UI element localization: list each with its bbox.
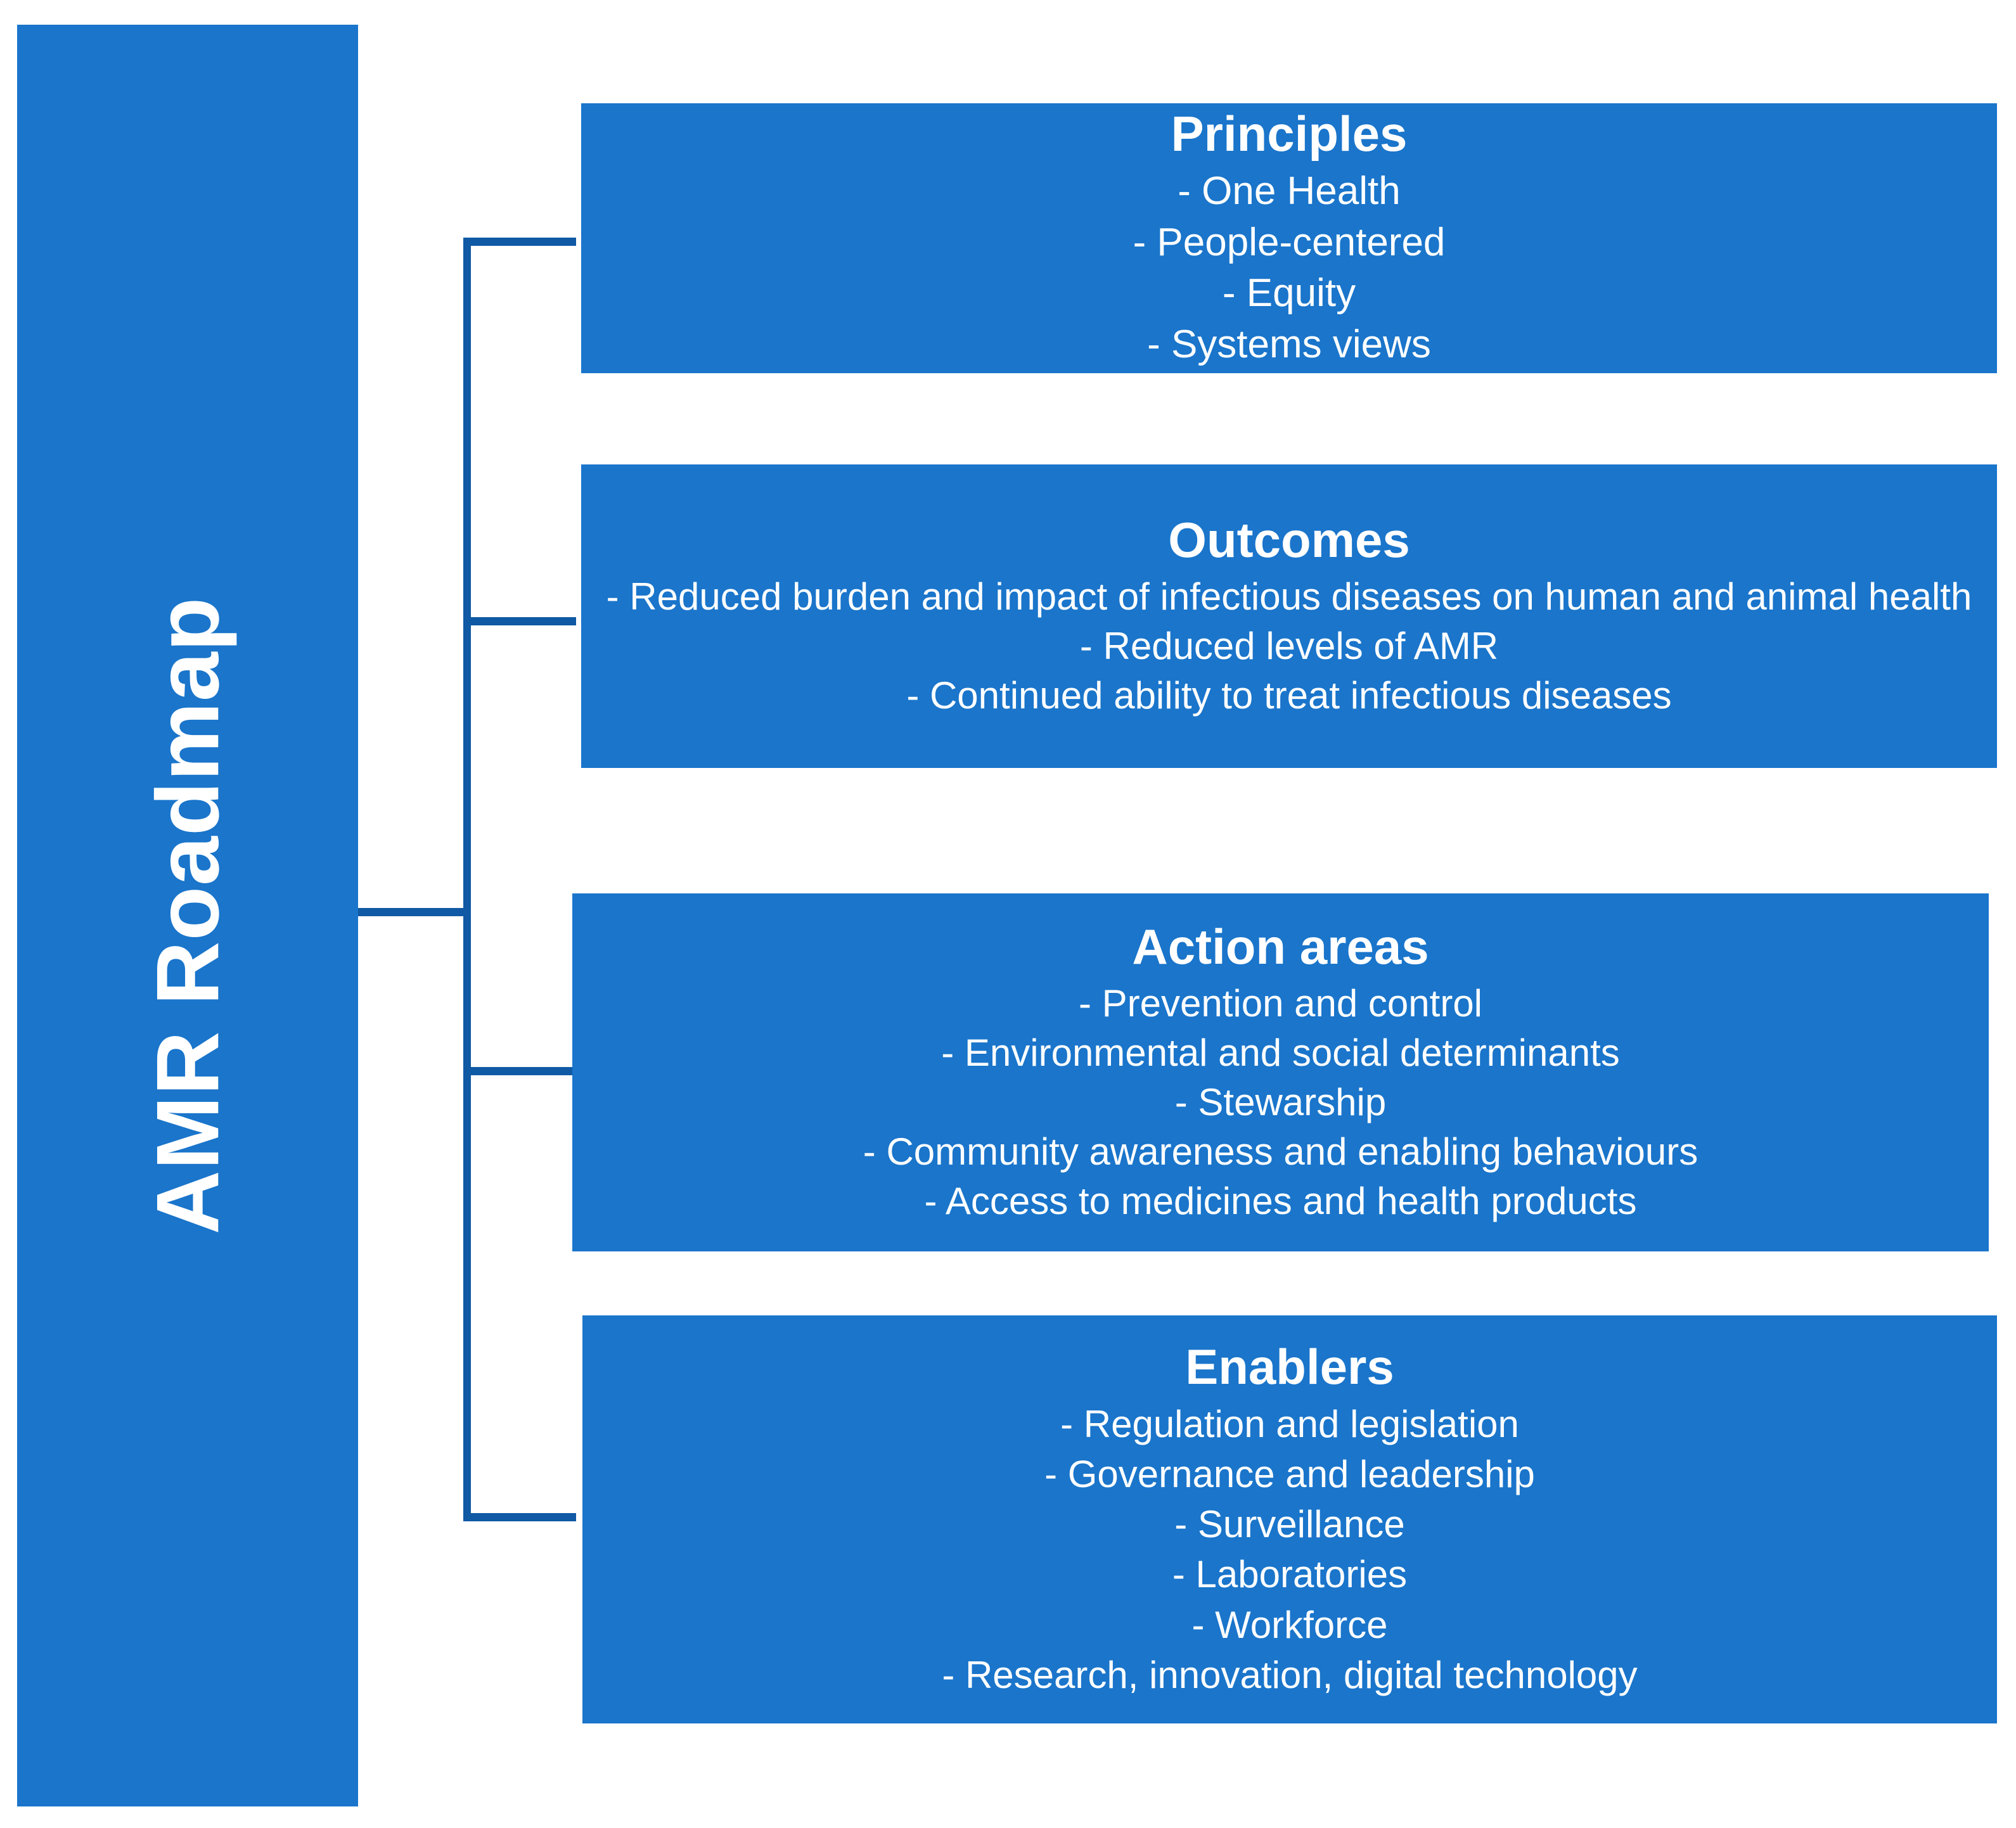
node-enablers-list: - Regulation and legislation - Governanc… <box>598 1399 1982 1700</box>
list-item: - Regulation and legislation <box>1060 1402 1519 1445</box>
list-item: - Surveillance <box>1174 1503 1405 1546</box>
amr-roadmap-spine: AMR Roadmap <box>17 25 358 1806</box>
list-item: - Continued ability to treat infectious … <box>906 674 1672 717</box>
list-item: - Access to medicines and health product… <box>924 1179 1637 1222</box>
list-item: - Systems views <box>1147 323 1431 367</box>
connector-branch-enablers <box>463 1513 576 1521</box>
list-item: - Laboratories <box>1172 1553 1408 1596</box>
list-item: - People-centered <box>1133 220 1446 264</box>
list-item: - Workforce <box>1191 1603 1388 1646</box>
list-item: - Community awareness and enabling behav… <box>863 1130 1698 1173</box>
list-item: - Reduced levels of AMR <box>1079 624 1499 667</box>
spine-title: AMR Roadmap <box>138 596 237 1235</box>
node-enablers-title: Enablers <box>1185 1338 1394 1395</box>
list-item: - Governance and leadership <box>1044 1453 1535 1496</box>
node-outcomes-title: Outcomes <box>1168 512 1410 568</box>
connector-branch-outcomes <box>463 617 576 625</box>
node-outcomes[interactable]: Outcomes - Reduced burden and impact of … <box>581 464 1997 768</box>
connector-branch-principles <box>463 238 576 246</box>
list-item: - Environmental and social determinants <box>941 1031 1620 1074</box>
list-item: - One Health <box>1178 169 1401 214</box>
connector-trunk <box>463 238 471 1521</box>
node-principles-list: - One Health - People-centered - Equity … <box>596 166 1982 370</box>
list-item: - Stewarship <box>1174 1080 1387 1123</box>
connector-branch-action-areas <box>463 1067 576 1075</box>
list-item: - Reduced burden and impact of infectiou… <box>606 575 1972 618</box>
list-item: - Equity <box>1222 271 1356 316</box>
node-enablers[interactable]: Enablers - Regulation and legislation - … <box>582 1315 1997 1723</box>
node-action-areas-title: Action areas <box>1132 919 1429 975</box>
list-item: - Research, innovation, digital technolo… <box>942 1653 1638 1696</box>
node-principles-title: Principles <box>1171 106 1408 162</box>
node-action-areas-list: - Prevention and control - Environmental… <box>587 979 1974 1226</box>
connector-spine-stub <box>358 908 470 916</box>
node-action-areas[interactable]: Action areas - Prevention and control - … <box>572 893 1989 1251</box>
list-item: - Prevention and control <box>1078 981 1483 1025</box>
node-principles[interactable]: Principles - One Health - People-centere… <box>581 103 1997 373</box>
node-outcomes-list: - Reduced burden and impact of infectiou… <box>596 572 1982 720</box>
